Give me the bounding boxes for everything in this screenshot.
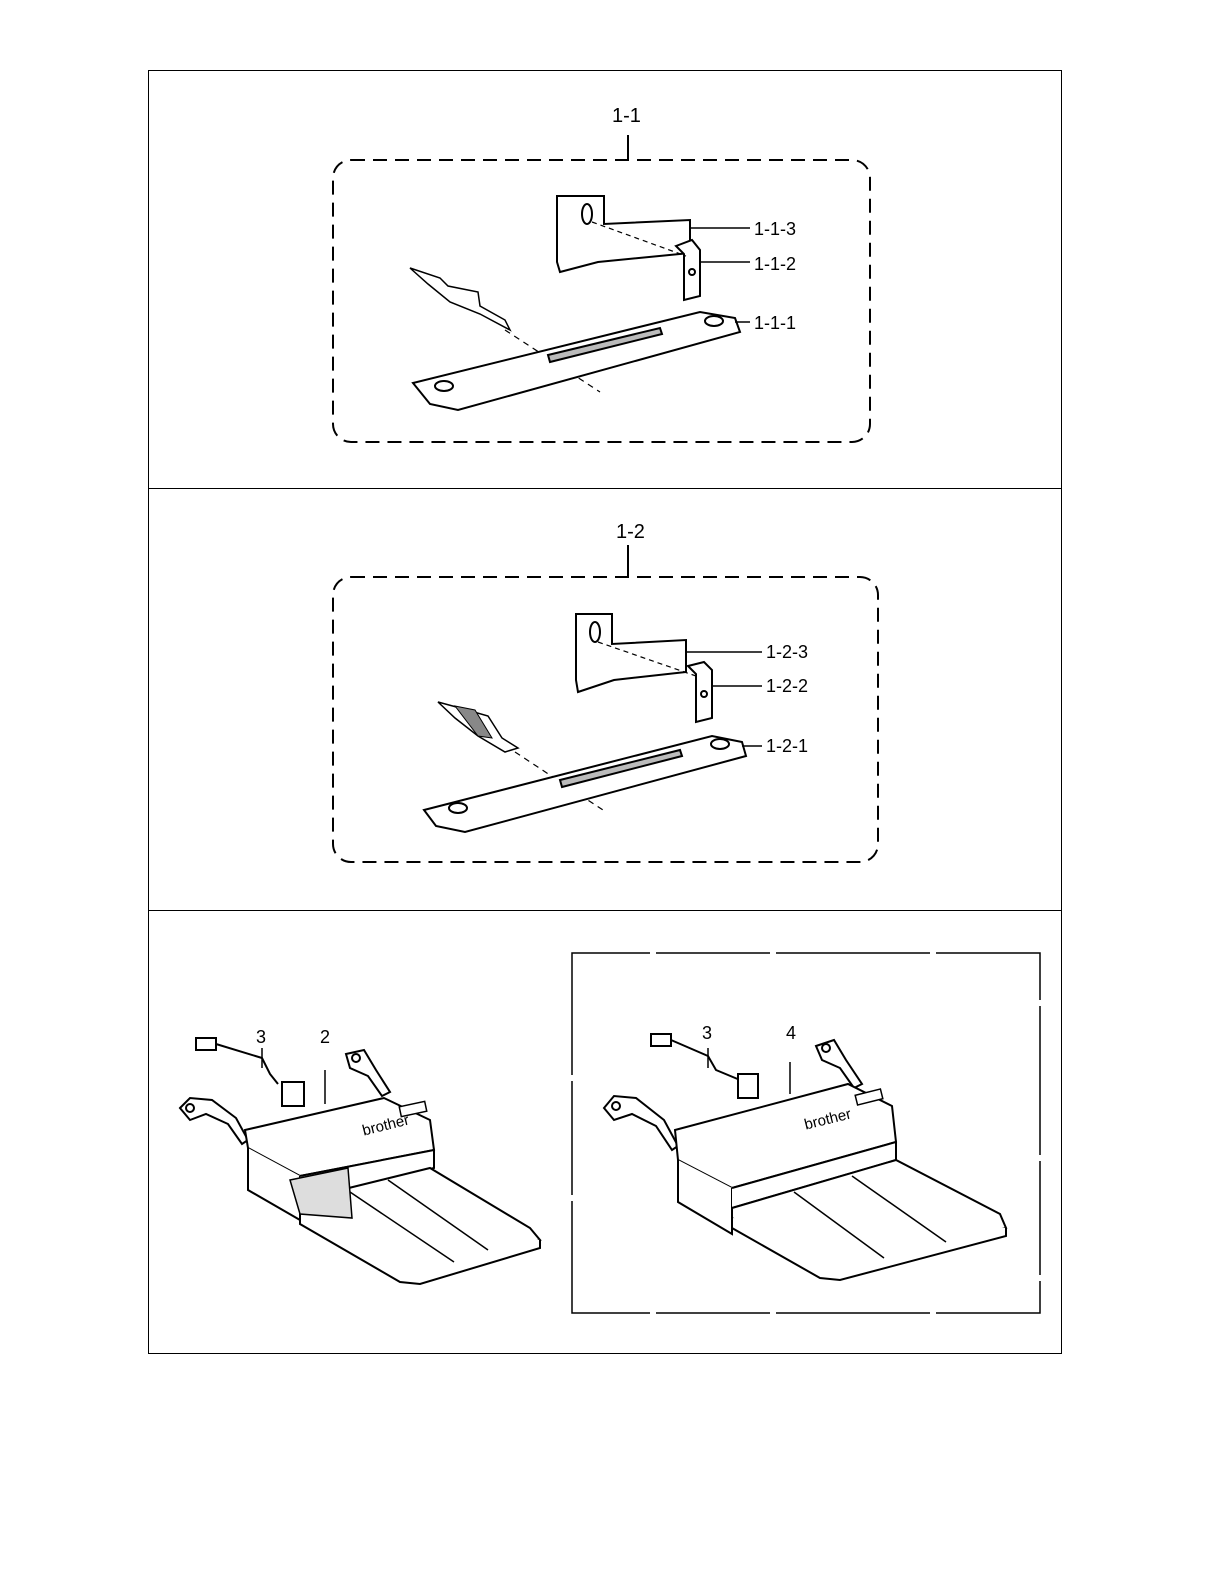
part-label-1-2-1: 1-2-1 xyxy=(766,737,808,755)
kit-1-1-illustration xyxy=(333,135,870,442)
right-unit-ref: 4 xyxy=(786,1024,796,1042)
part-1-1-1-shape xyxy=(413,312,750,410)
left-unit-ref: 2 xyxy=(320,1028,330,1046)
kit-1-2-illustration xyxy=(333,545,878,862)
part-label-1-1-1: 1-1-1 xyxy=(754,314,796,332)
part-label-1-2-3: 1-2-3 xyxy=(766,643,808,661)
part-1-1-3-shape xyxy=(557,196,750,272)
right-cable-ref: 3 xyxy=(702,1024,712,1042)
group-label-1-2: 1-2 xyxy=(616,522,645,542)
part-label-1-2-2: 1-2-2 xyxy=(766,677,808,695)
part-1-2-3-shape xyxy=(576,614,762,692)
part-label-1-1-3: 1-1-3 xyxy=(754,220,796,238)
left-cable-ref: 3 xyxy=(256,1028,266,1046)
unit-2-illustration xyxy=(180,1038,540,1284)
group-label-1-1: 1-1 xyxy=(612,106,641,126)
unit-4-illustration xyxy=(604,1034,1006,1280)
part-label-1-1-2: 1-1-2 xyxy=(754,255,796,273)
part-1-2-1-shape xyxy=(424,736,762,832)
